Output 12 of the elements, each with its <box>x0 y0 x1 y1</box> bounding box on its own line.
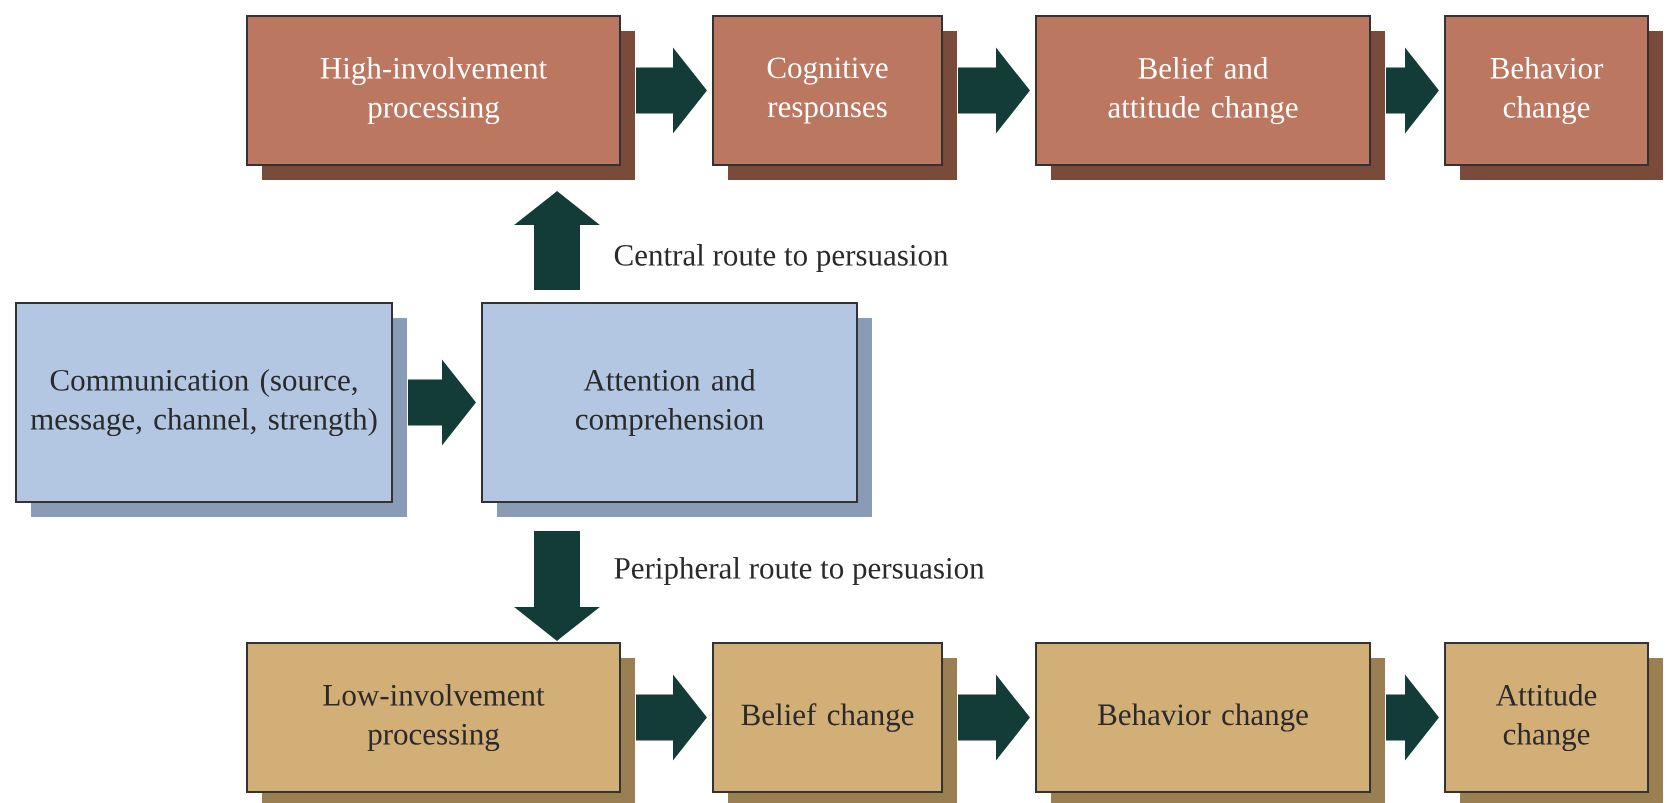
edge-label: Peripheral route to persuasion <box>614 556 985 586</box>
process-box: High-involvement processing <box>246 15 635 180</box>
edge-label: Central route to persuasion <box>614 243 948 273</box>
process-box: Behavior change <box>1035 642 1385 803</box>
process-box: Behavior change <box>1444 15 1663 180</box>
process-box: Low-involvement processing <box>246 642 635 803</box>
process-box: Attitude change <box>1444 642 1663 803</box>
process-box: Belief and attitude change <box>1035 15 1385 180</box>
process-box: Attention and comprehension <box>481 302 872 517</box>
process-box: Cognitive responses <box>712 15 957 180</box>
process-box: Belief change <box>712 642 957 803</box>
process-box: Communication (source, message, channel, strength) <box>15 302 407 517</box>
